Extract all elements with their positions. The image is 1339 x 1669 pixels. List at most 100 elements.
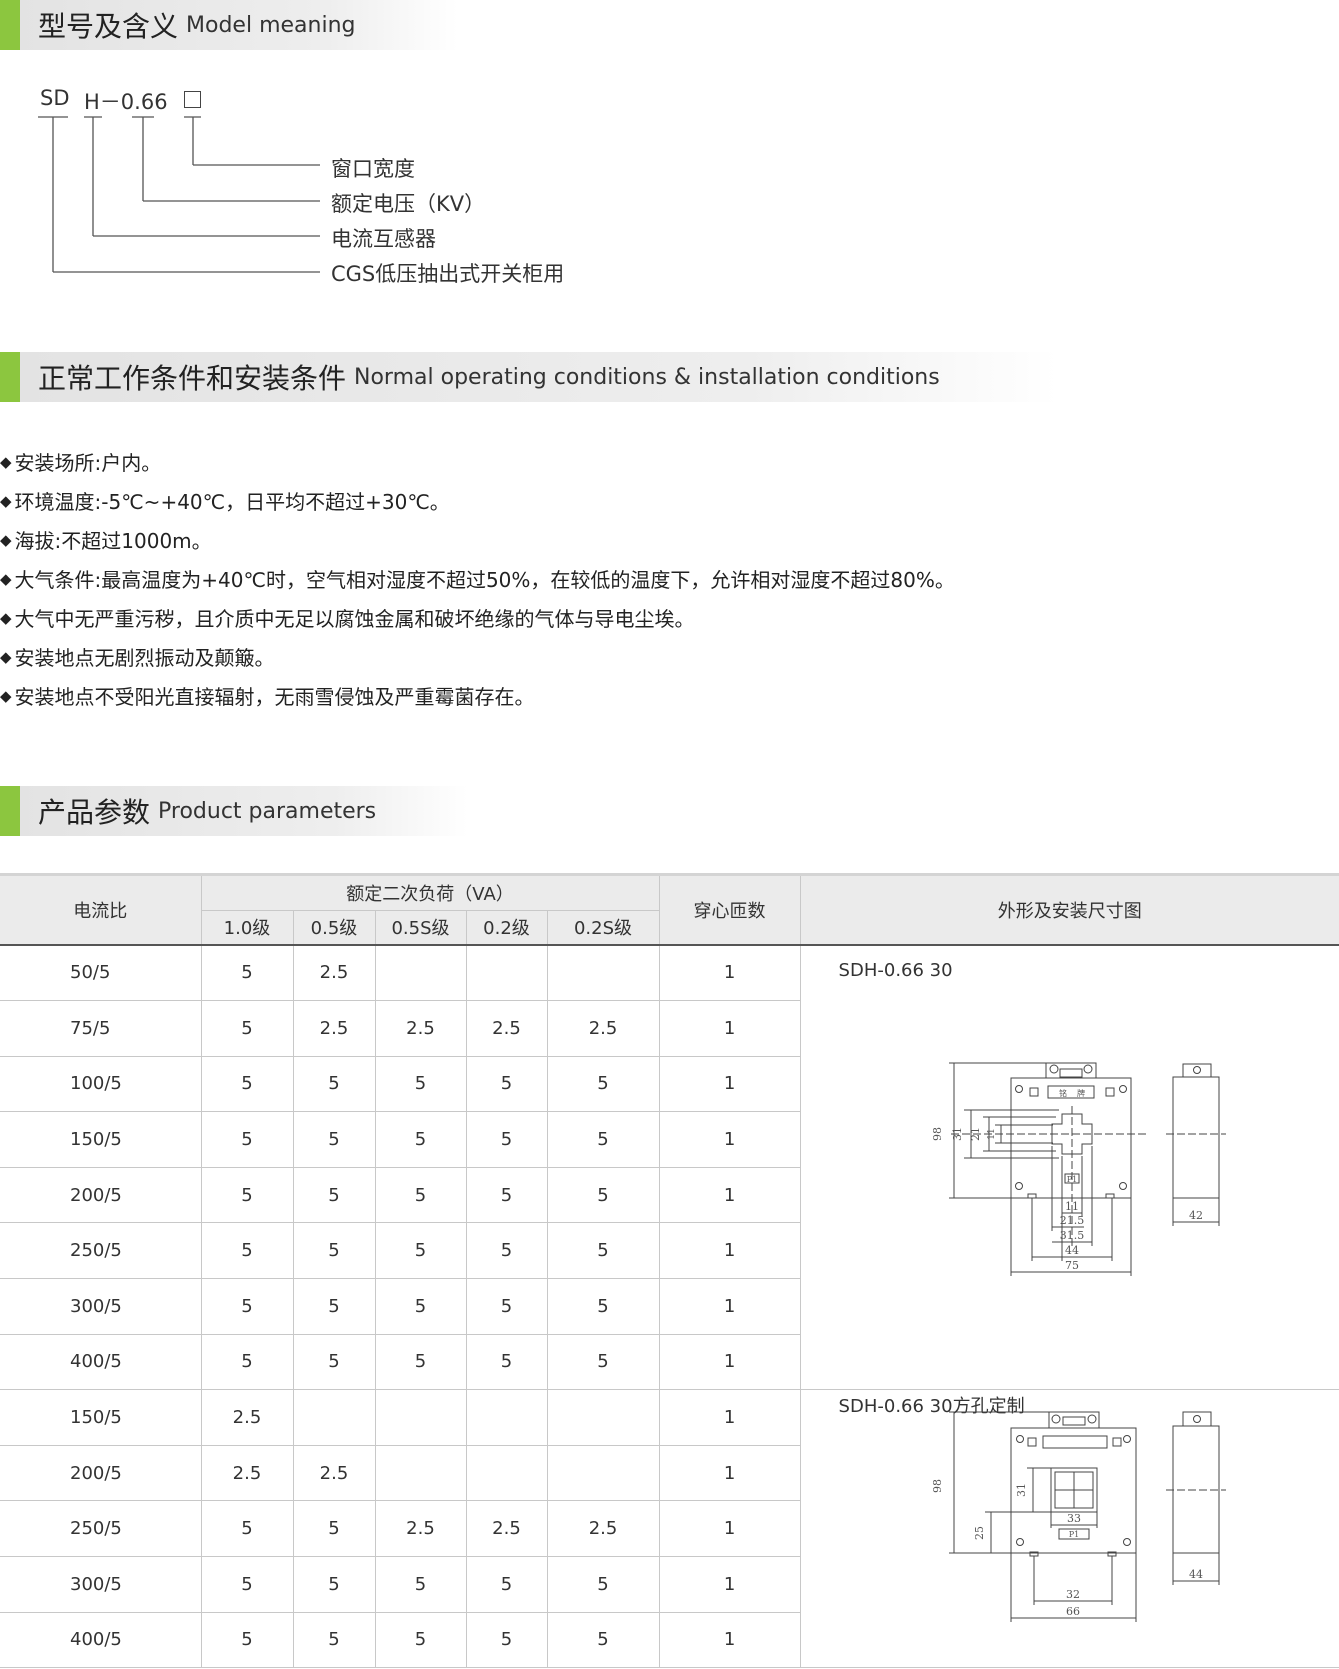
dim-label: 21 — [969, 1127, 982, 1141]
table-row: 300/5 5 5 5 5 5 1 — [0, 1556, 1339, 1613]
params-table: 电流比 额定二次负荷（VA） 穿心匝数 外形及安装尺寸图 1.0级 0.5级 0… — [0, 873, 1339, 1669]
cell-ratio: 250/5 — [0, 1222, 202, 1280]
table-row: 250/5 5 5 5 5 5 1 — [0, 1222, 1339, 1280]
model-label-cgs: CGS低压抽出式开关柜用 — [331, 262, 565, 286]
dim-label: 11 — [987, 1128, 997, 1139]
cell: 2.5 — [546, 1000, 660, 1057]
cell-turns: 1 — [658, 1000, 801, 1057]
cell-ratio: 300/5 — [0, 1278, 202, 1335]
section-title-en: Product parameters — [158, 798, 377, 824]
cell: 5 — [546, 1222, 660, 1280]
bullet-icon: ◆ — [0, 452, 12, 471]
bullet-icon: ◆ — [0, 647, 12, 666]
cell-turns: 1 — [658, 1611, 801, 1669]
section-header-conditions: 正常工作条件和安装条件 Normal operating conditions … — [0, 352, 1058, 402]
cell — [292, 1389, 376, 1446]
cell — [465, 943, 548, 1002]
condition-text: 环境温度:-5℃~+40℃，日平均不超过+30℃。 — [14, 490, 450, 514]
header-class: 0.2级 — [465, 910, 548, 946]
list-item: ◆安装地点不受阳光直接辐射，无雨雪侵蚀及严重霉菌存在。 — [0, 676, 955, 715]
model-label-voltage: 额定电压（KV） — [331, 192, 486, 216]
table-row: 400/5 5 5 5 5 5 1 — [0, 1333, 1339, 1391]
bullet-icon: ◆ — [0, 608, 12, 627]
condition-text: 海拔:不超过1000m。 — [14, 529, 212, 553]
cell: 2.5 — [200, 1389, 294, 1446]
bullet-icon: ◆ — [0, 569, 12, 588]
cell-turns: 1 — [658, 1333, 801, 1391]
cell: 2.5 — [465, 1500, 548, 1558]
dim-label: 11 — [1065, 1200, 1079, 1213]
dim-label: P1 — [1068, 1530, 1078, 1539]
cell: 5 — [465, 1333, 548, 1391]
list-item: ◆海拔:不超过1000m。 — [0, 520, 955, 559]
condition-text: 安装地点不受阳光直接辐射，无雨雪侵蚀及严重霉菌存在。 — [14, 685, 535, 709]
cell: 5 — [292, 1500, 376, 1558]
cell: 2.5 — [292, 943, 376, 1002]
cell — [374, 943, 467, 1002]
cell — [465, 1389, 548, 1446]
cell-turns: 1 — [658, 1556, 801, 1613]
cell: 5 — [200, 1500, 294, 1558]
header-turns: 穿心匝数 — [658, 873, 801, 945]
section-accent-bar — [0, 352, 20, 402]
drawing-sdh-30-square: 98 31 25 33 P1 32 66 44 — [931, 1411, 1226, 1623]
list-item: ◆环境温度:-5℃~+40℃，日平均不超过+30℃。 — [0, 481, 955, 520]
cell-ratio: 150/5 — [0, 1111, 202, 1168]
model-code-h: H－0.66 — [84, 90, 168, 114]
model-code-sd: SD — [40, 86, 70, 110]
section-header-model: 型号及含义 Model meaning — [0, 0, 458, 50]
condition-text: 安装地点无剧烈振动及颠簸。 — [14, 646, 275, 670]
header-class: 0.5S级 — [374, 910, 467, 946]
cell-ratio: 300/5 — [0, 1556, 202, 1613]
section-title-band: 产品参数 Product parameters — [20, 786, 468, 836]
bullet-icon: ◆ — [0, 686, 12, 705]
cell: 5 — [200, 1222, 294, 1280]
table-row: 150/5 2.5 1 SDH-0.66 30方孔定制 — [0, 1389, 1339, 1669]
condition-text: 大气中无严重污秽，且介质中无足以腐蚀金属和破坏绝缘的气体与导电尘埃。 — [14, 607, 695, 631]
cell: 2.5 — [292, 1000, 376, 1057]
section-title-band: 正常工作条件和安装条件 Normal operating conditions … — [20, 352, 1058, 402]
condition-text: 安装场所:户内。 — [14, 451, 162, 475]
cell: 2.5 — [546, 1500, 660, 1558]
header-class: 0.2S级 — [546, 910, 660, 946]
cell: 5 — [292, 1222, 376, 1280]
cell: 5 — [546, 1556, 660, 1613]
drawing-title: SDH-0.66 30 — [838, 959, 953, 981]
cell-ratio: 150/5 — [0, 1389, 202, 1446]
cell: 2.5 — [465, 1000, 548, 1057]
cell: 5 — [546, 1055, 660, 1113]
cell-ratio: 50/5 — [0, 943, 202, 1002]
dim-label: 66 — [1066, 1605, 1080, 1618]
cell: 5 — [374, 1222, 467, 1280]
cell: 5 — [200, 1333, 294, 1391]
dim-label: 44 — [1065, 1244, 1079, 1257]
list-item: ◆大气条件:最高温度为+40℃时，空气相对湿度不超过50%，在较低的温度下，允许… — [0, 559, 955, 598]
cell — [374, 1444, 467, 1502]
cell-ratio: 100/5 — [0, 1055, 202, 1113]
drawing-sdh-30: 98 31 21 11 P1 11 21.5 31.5 44 75 42 铭 牌 — [931, 1062, 1226, 1276]
cell: 5 — [465, 1222, 548, 1280]
cell: 5 — [200, 1055, 294, 1113]
cell: 5 — [374, 1055, 467, 1113]
cell-ratio: 200/5 — [0, 1166, 202, 1224]
list-item: ◆安装场所:户内。 — [0, 442, 955, 481]
bullet-icon: ◆ — [0, 491, 12, 510]
header-ratio: 电流比 — [0, 873, 202, 945]
dim-label: 98 — [931, 1127, 944, 1141]
cell: 5 — [200, 1000, 294, 1057]
cell: 5 — [374, 1278, 467, 1335]
table-row: 200/5 5 5 5 5 5 1 — [0, 1166, 1339, 1224]
cell-turns: 1 — [658, 1500, 801, 1558]
table-row: 300/5 5 5 5 5 5 1 — [0, 1278, 1339, 1335]
cell: 5 — [465, 1166, 548, 1224]
model-leader-lines — [38, 116, 320, 273]
table-row: 400/5 5 5 5 5 5 1 — [0, 1611, 1339, 1669]
cell: 5 — [292, 1333, 376, 1391]
cell-ratio: 200/5 — [0, 1444, 202, 1502]
cell: 5 — [546, 1611, 660, 1669]
cell-turns: 1 — [658, 1222, 801, 1280]
cell: 5 — [292, 1611, 376, 1669]
cell-ratio: 75/5 — [0, 1000, 202, 1057]
cell: 5 — [546, 1278, 660, 1335]
section-title-zh: 产品参数 — [38, 796, 151, 829]
